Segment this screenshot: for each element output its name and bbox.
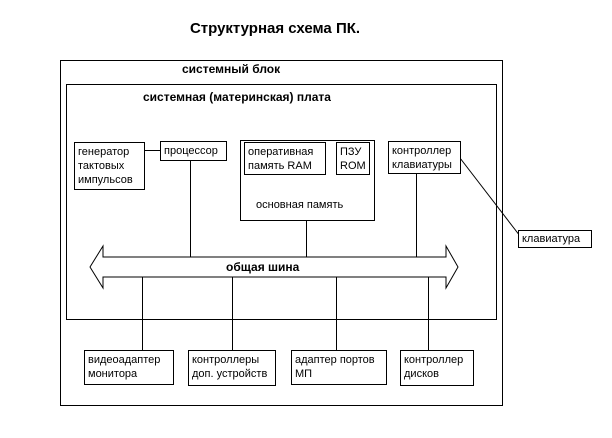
common-bus-label: общая шина [226,260,300,274]
system-unit-label: системный блок [182,62,281,76]
page-title: Структурная схема ПК. [189,20,361,37]
common-bus-arrow [89,244,459,290]
rom-line-2: ROM [340,160,366,172]
kbd-controller-line-1: контроллер [392,145,452,157]
motherboard-frame [66,84,497,320]
system-unit-frame [60,60,503,406]
disk-controller-box: контроллер дисков [400,350,474,386]
keyboard-box: клавиатура [518,230,592,248]
video-line-1: видеоадаптер [88,354,161,366]
processor-label: процессор [164,145,218,157]
kbdctrl-to-kbd-line [459,157,521,237]
main-memory-frame [240,140,375,221]
motherboard-label: системная (материнская) плата [143,90,331,104]
ram-line-1: оперативная [248,146,314,158]
keyboard-label: клавиатура [522,233,581,245]
ram-line-2: память RAM [248,160,312,172]
port-adapter-box: адаптер портов МП [291,350,387,385]
rom-line-1: ПЗУ [340,146,362,158]
video-adapter-box: видеоадаптер монитора [84,350,174,385]
ext-line-1: контроллеры [192,354,260,366]
video-line-2: монитора [88,368,138,380]
rom-box: ПЗУ ROM [336,142,370,175]
processor-box: процессор [160,141,227,161]
ports-line-1: адаптер портов [295,354,375,366]
ports-line-2: МП [295,368,313,380]
generator-line-3: импульсов [78,174,133,186]
ram-box: оперативная память RAM [244,142,326,175]
disk-line-2: дисков [404,368,439,380]
keyboard-controller-box: контроллер клавиатуры [388,141,461,174]
ext-controllers-box: контроллеры доп. устройств [188,350,276,386]
clock-generator-box: генератор тактовых импульсов [74,142,145,190]
ext-line-2: доп. устройств [192,368,268,380]
kbd-controller-line-2: клавиатуры [392,159,452,171]
generator-line-2: тактовых [78,160,125,172]
main-memory-label: основная память [256,199,344,211]
generator-line-1: генератор [78,146,130,158]
disk-line-1: контроллер [404,354,464,366]
